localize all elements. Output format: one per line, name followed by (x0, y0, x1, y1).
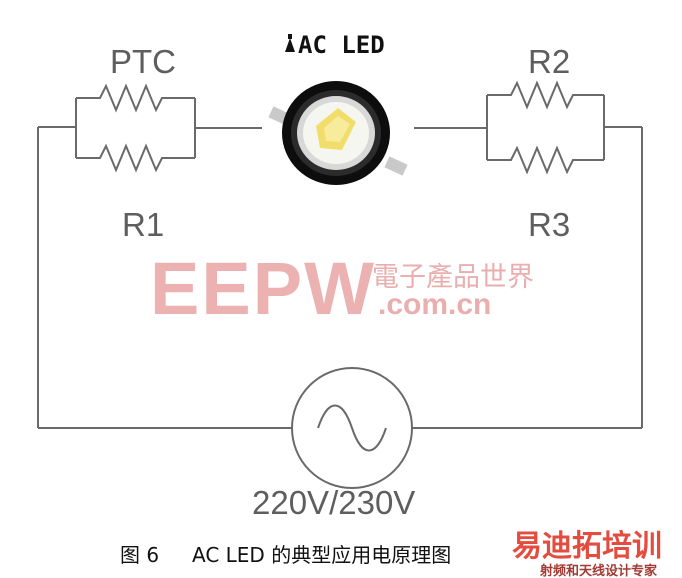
r1-resistor (76, 143, 195, 173)
watermark2-sub: 射频和天线设计专家 (539, 563, 658, 578)
title-text: AC LED (298, 31, 385, 59)
ac-source (291, 367, 413, 489)
source-voltage-label: 220V/230V (252, 484, 415, 521)
watermark-domain: .com.cn (378, 288, 491, 321)
watermark2-brand: 易迪拓培训 (512, 529, 662, 564)
watermark-brand: EEPW (150, 247, 376, 330)
ptc-label: PTC (110, 43, 176, 80)
sine-wave-icon (317, 404, 387, 452)
ptc-resistor (76, 83, 195, 113)
r2-resistor (487, 80, 604, 110)
caption-figure-number: 图 6 (120, 543, 159, 567)
ac-led-component (268, 81, 408, 185)
r3-resistor (487, 145, 604, 175)
watermark-cn-text: 電子產品世界 (372, 262, 534, 293)
yidituo-watermark: 易迪拓培训 射频和天线设计专家 (512, 529, 662, 578)
r1-label: R1 (122, 206, 164, 243)
led-symbol-icon (285, 38, 295, 52)
caption-text: AC LED 的典型应用电原理图 (192, 543, 451, 567)
r2-label: R2 (528, 43, 570, 80)
diagram-title: AC LED (285, 31, 385, 59)
r3-label: R3 (528, 206, 570, 243)
eepw-watermark: EEPW 電子產品世界 .com.cn (150, 247, 534, 330)
circuit-wires (37, 95, 643, 429)
figure-caption: 图 6 AC LED 的典型应用电原理图 (120, 543, 451, 567)
